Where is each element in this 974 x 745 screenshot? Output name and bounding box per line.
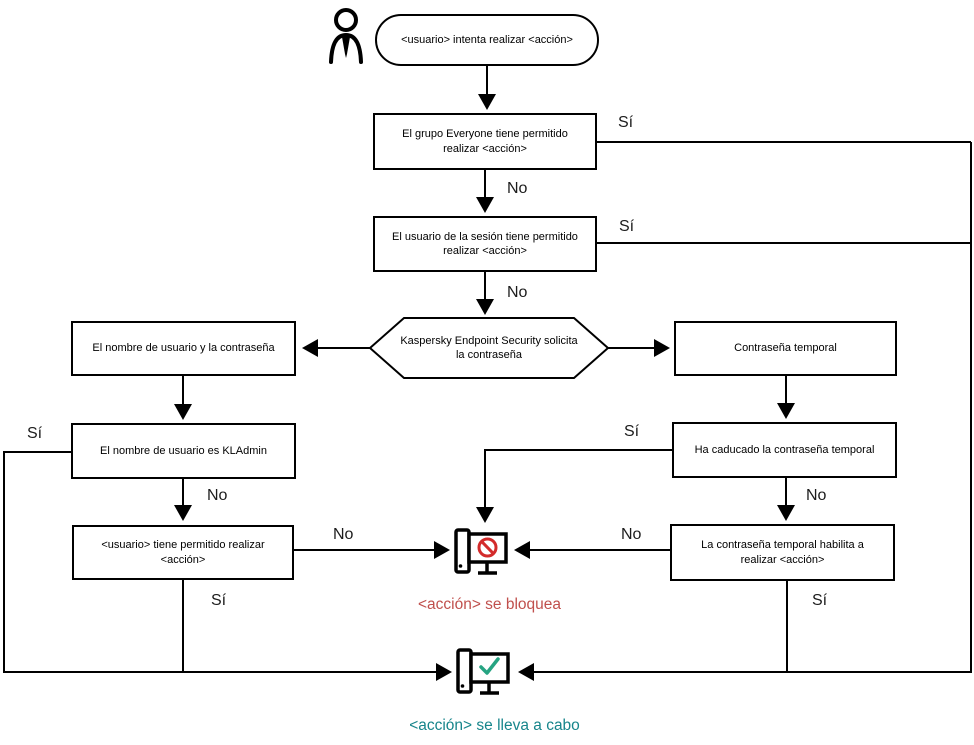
user-icon (326, 6, 366, 64)
node-temp-password: Contraseña temporal (674, 321, 897, 376)
node-kladmin-label: El nombre de usuario es KLAdmin (100, 444, 267, 457)
start-label: <usuario> intenta realizar <acción> (401, 33, 573, 46)
node-kes-prompt-label: Kaspersky Endpoint Security solicita la … (400, 334, 578, 361)
hexagon-shape (368, 317, 610, 379)
edge-label-everyone-no: No (507, 180, 528, 197)
node-kes-prompt: Kaspersky Endpoint Security solicita la … (370, 318, 608, 378)
blocked-outcome-caption: <acción> se bloquea (417, 596, 562, 613)
node-user-allowed-label: <usuario> tiene permitido realizar <acci… (101, 539, 265, 566)
node-temp-expired-label: Ha caducado la contraseña temporal (694, 443, 875, 456)
edge-label-temp-expired-yes: Sí (624, 423, 640, 440)
performed-outcome-caption: <acción> se lleva a cabo (409, 717, 580, 734)
node-temp-enables-label: La contraseña temporal habilita a realiz… (701, 539, 864, 566)
edge-label-kladmin-no: No (207, 487, 228, 504)
prohibition-icon (477, 537, 498, 558)
node-session-user-allowed: El usuario de la sesión tiene permitido … (373, 216, 597, 272)
node-temp-expired: Ha caducado la contraseña temporal (672, 422, 897, 478)
start-node: <usuario> intenta realizar <acción> (375, 14, 599, 66)
edge-label-user-allowed-yes: Sí (211, 592, 227, 609)
allowed-computer-icon (455, 646, 513, 700)
edge-label-everyone-yes: Sí (618, 114, 634, 131)
edge-label-temp-expired-no: No (806, 487, 827, 504)
node-temp-enables: La contraseña temporal habilita a realiz… (670, 524, 895, 581)
node-temp-password-label: Contraseña temporal (734, 342, 837, 355)
edge-label-temp-enables-no: No (621, 526, 642, 543)
node-kladmin: El nombre de usuario es KLAdmin (71, 423, 296, 479)
node-user-allowed: <usuario> tiene permitido realizar <acci… (72, 525, 294, 580)
edge-label-session-no: No (507, 284, 528, 301)
edge-label-temp-enables-yes: Sí (812, 592, 828, 609)
checkmark-icon (479, 657, 500, 675)
node-everyone-allowed: El grupo Everyone tiene permitido realiz… (373, 113, 597, 170)
edge-label-kladmin-yes: Sí (27, 425, 43, 442)
node-username-password-label: El nombre de usuario y la contraseña (92, 342, 275, 355)
edge-label-user-allowed-no: No (333, 526, 354, 543)
blocked-computer-icon (453, 526, 511, 580)
node-username-password: El nombre de usuario y la contraseña (71, 321, 296, 376)
edge-label-session-yes: Sí (619, 218, 635, 235)
node-everyone-label: El grupo Everyone tiene permitido realiz… (402, 128, 568, 155)
node-session-user-label: El usuario de la sesión tiene permitido … (392, 230, 578, 257)
